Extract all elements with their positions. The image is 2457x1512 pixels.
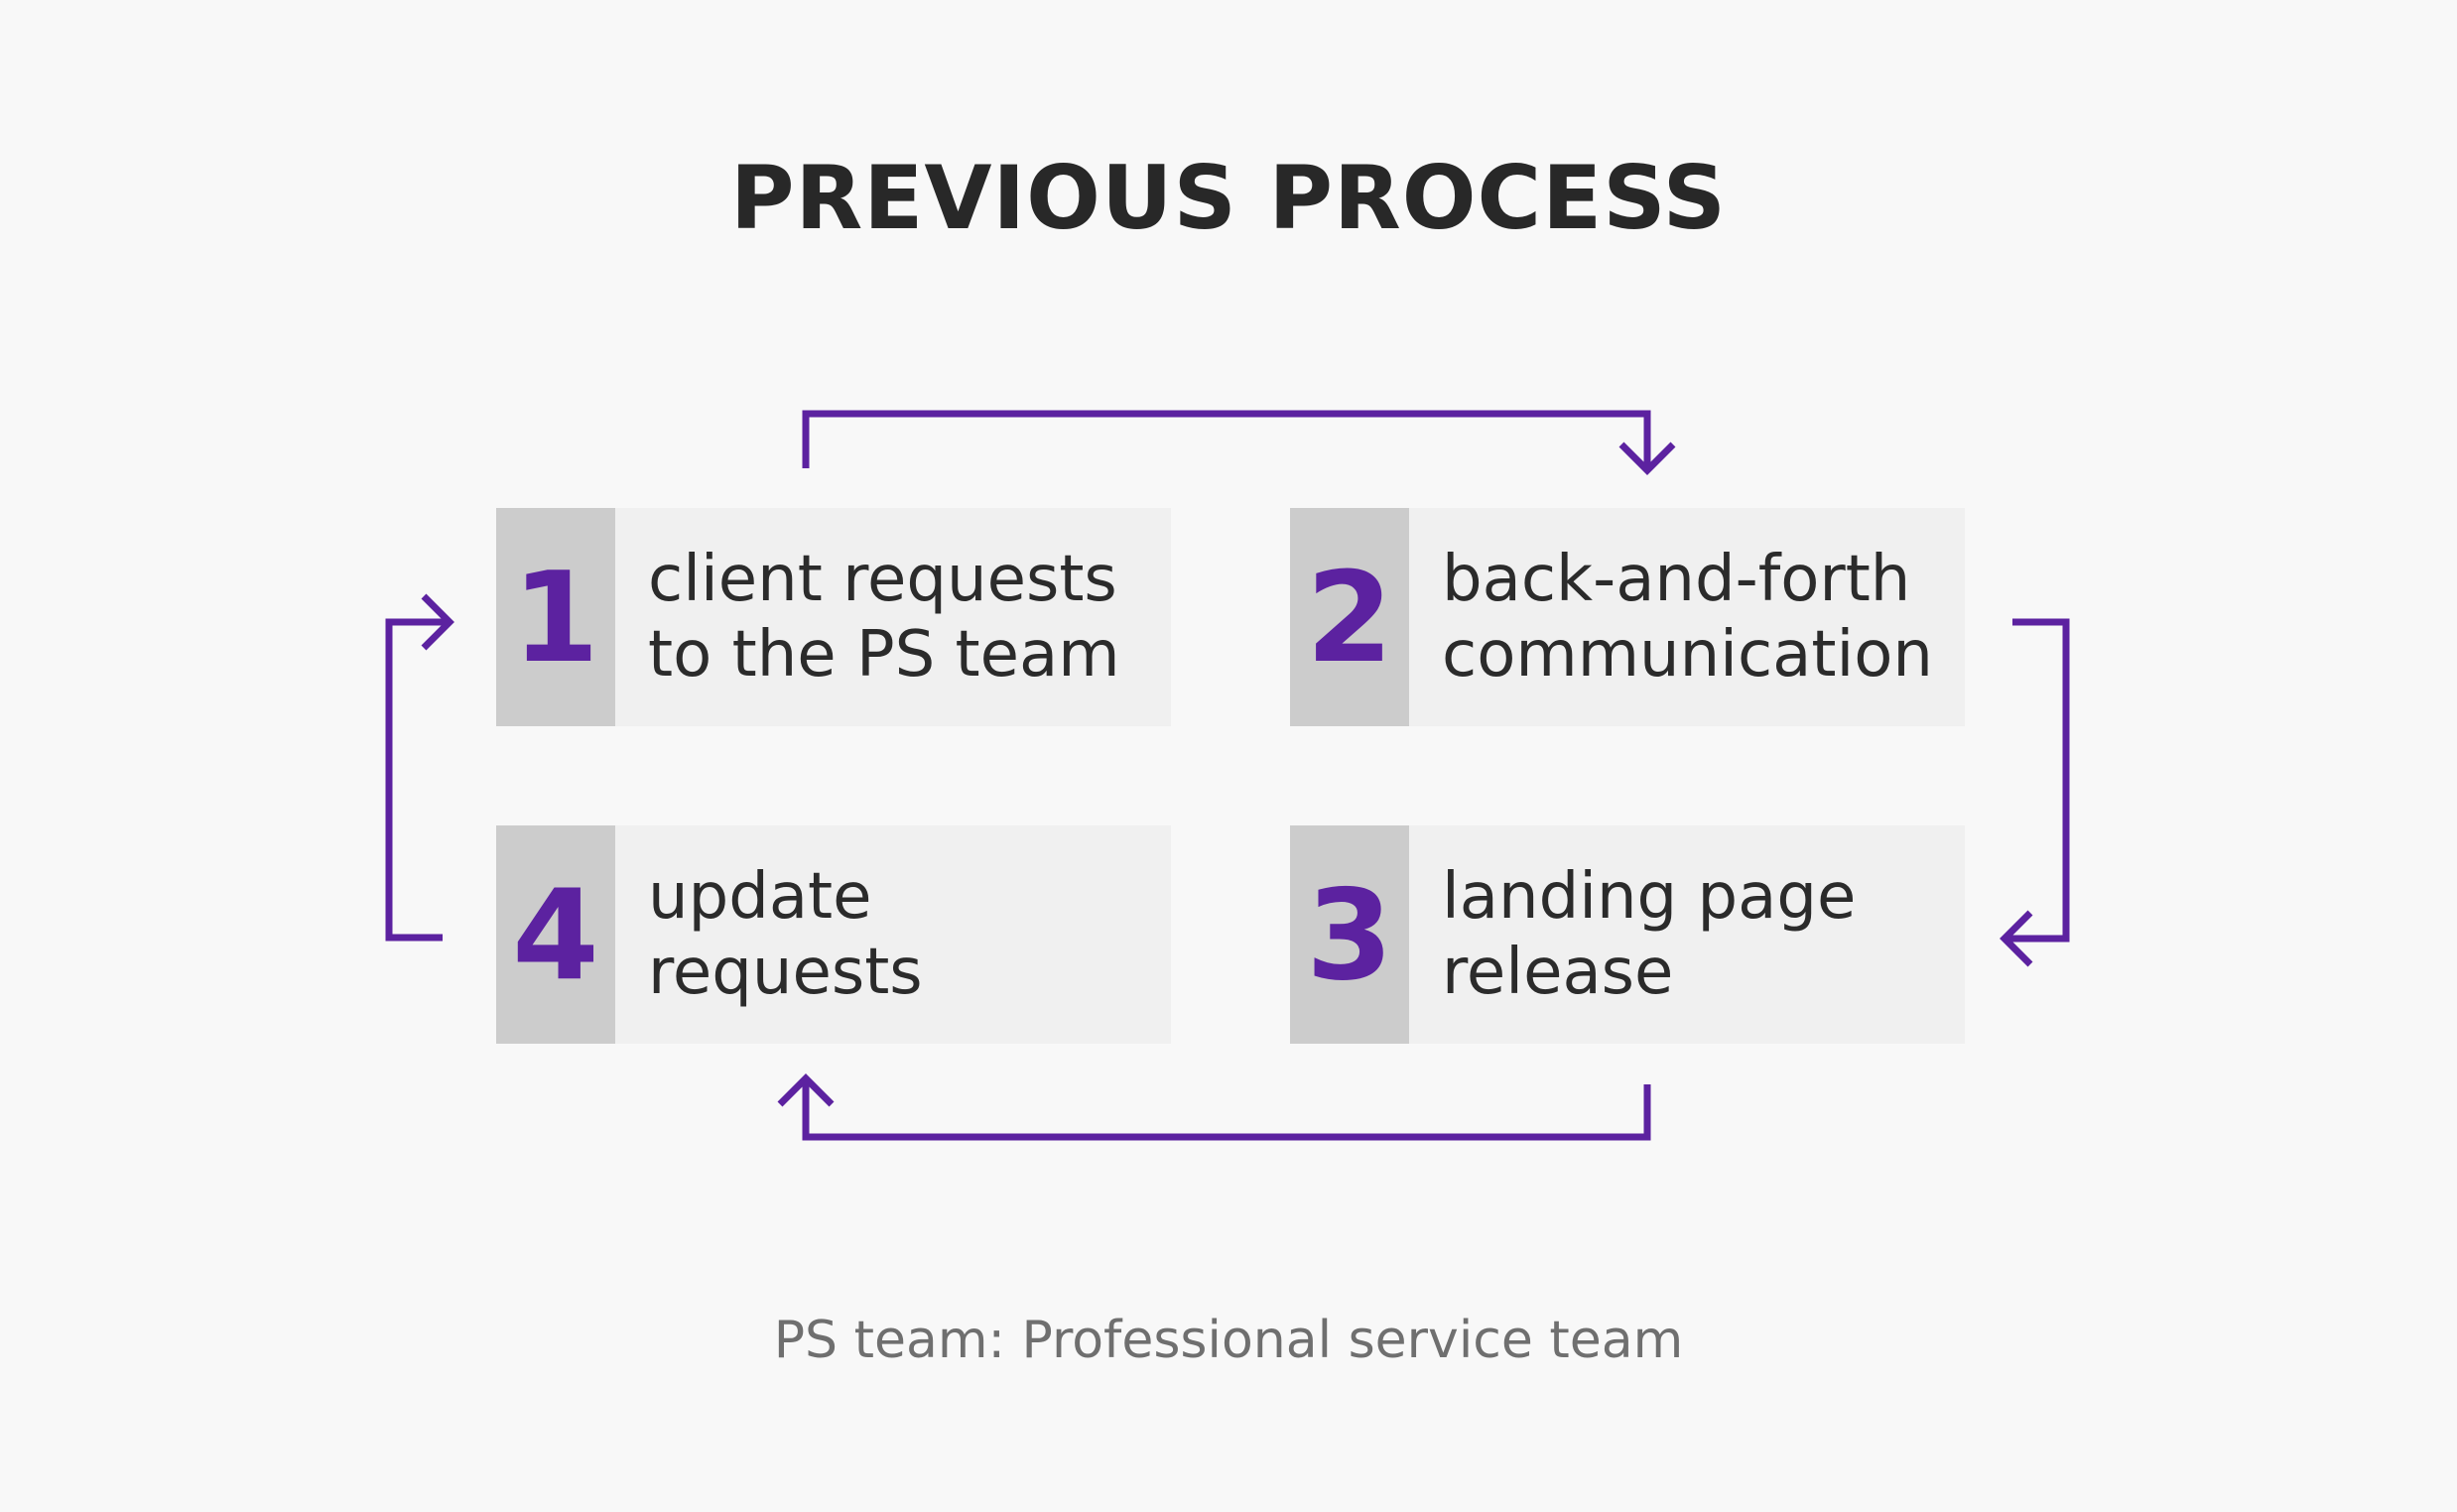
step-4-label: update requests bbox=[615, 825, 1171, 1044]
step-4-box: 4 update requests bbox=[496, 825, 1171, 1044]
step-4-number: 4 bbox=[496, 825, 615, 1044]
arrow-3-to-4-head bbox=[777, 1073, 835, 1107]
step-1-number: 1 bbox=[496, 508, 615, 726]
step-1-label: client requests to the PS team bbox=[615, 508, 1171, 726]
step-2-box: 2 back-and-forth communication bbox=[1290, 508, 1965, 726]
arrow-4-to-1-head bbox=[421, 593, 454, 651]
step-3-label-line-1: landing page bbox=[1442, 860, 1857, 934]
footnote: PS team: Professional service team bbox=[773, 1311, 1684, 1370]
arrow-1-to-2 bbox=[802, 410, 1651, 470]
arrow-2-to-3 bbox=[2004, 618, 2070, 943]
step-3-label: landing page release bbox=[1409, 825, 1965, 1044]
diagram-title: PREVIOUS PROCESS bbox=[729, 147, 1728, 249]
step-4-label-line-2: requests bbox=[648, 936, 923, 1009]
arrow-3-to-4 bbox=[802, 1078, 1651, 1141]
step-1-box: 1 client requests to the PS team bbox=[496, 508, 1171, 726]
step-2-label: back-and-forth communication bbox=[1409, 508, 1965, 726]
step-4-label-line-1: update bbox=[648, 860, 872, 934]
step-3-number: 3 bbox=[1290, 825, 1409, 1044]
arrow-1-to-2-head bbox=[1618, 441, 1676, 475]
step-2-label-line-2: communication bbox=[1442, 618, 1933, 692]
step-2-number: 2 bbox=[1290, 508, 1409, 726]
step-2-label-line-1: back-and-forth bbox=[1442, 543, 1911, 616]
step-1-label-line-2: to the PS team bbox=[648, 618, 1120, 692]
arrow-2-to-3-head bbox=[2000, 910, 2033, 967]
step-1-label-line-1: client requests bbox=[648, 543, 1117, 616]
step-3-box: 3 landing page release bbox=[1290, 825, 1965, 1044]
arrow-4-to-1 bbox=[385, 618, 450, 942]
step-3-label-line-2: release bbox=[1442, 936, 1674, 1009]
